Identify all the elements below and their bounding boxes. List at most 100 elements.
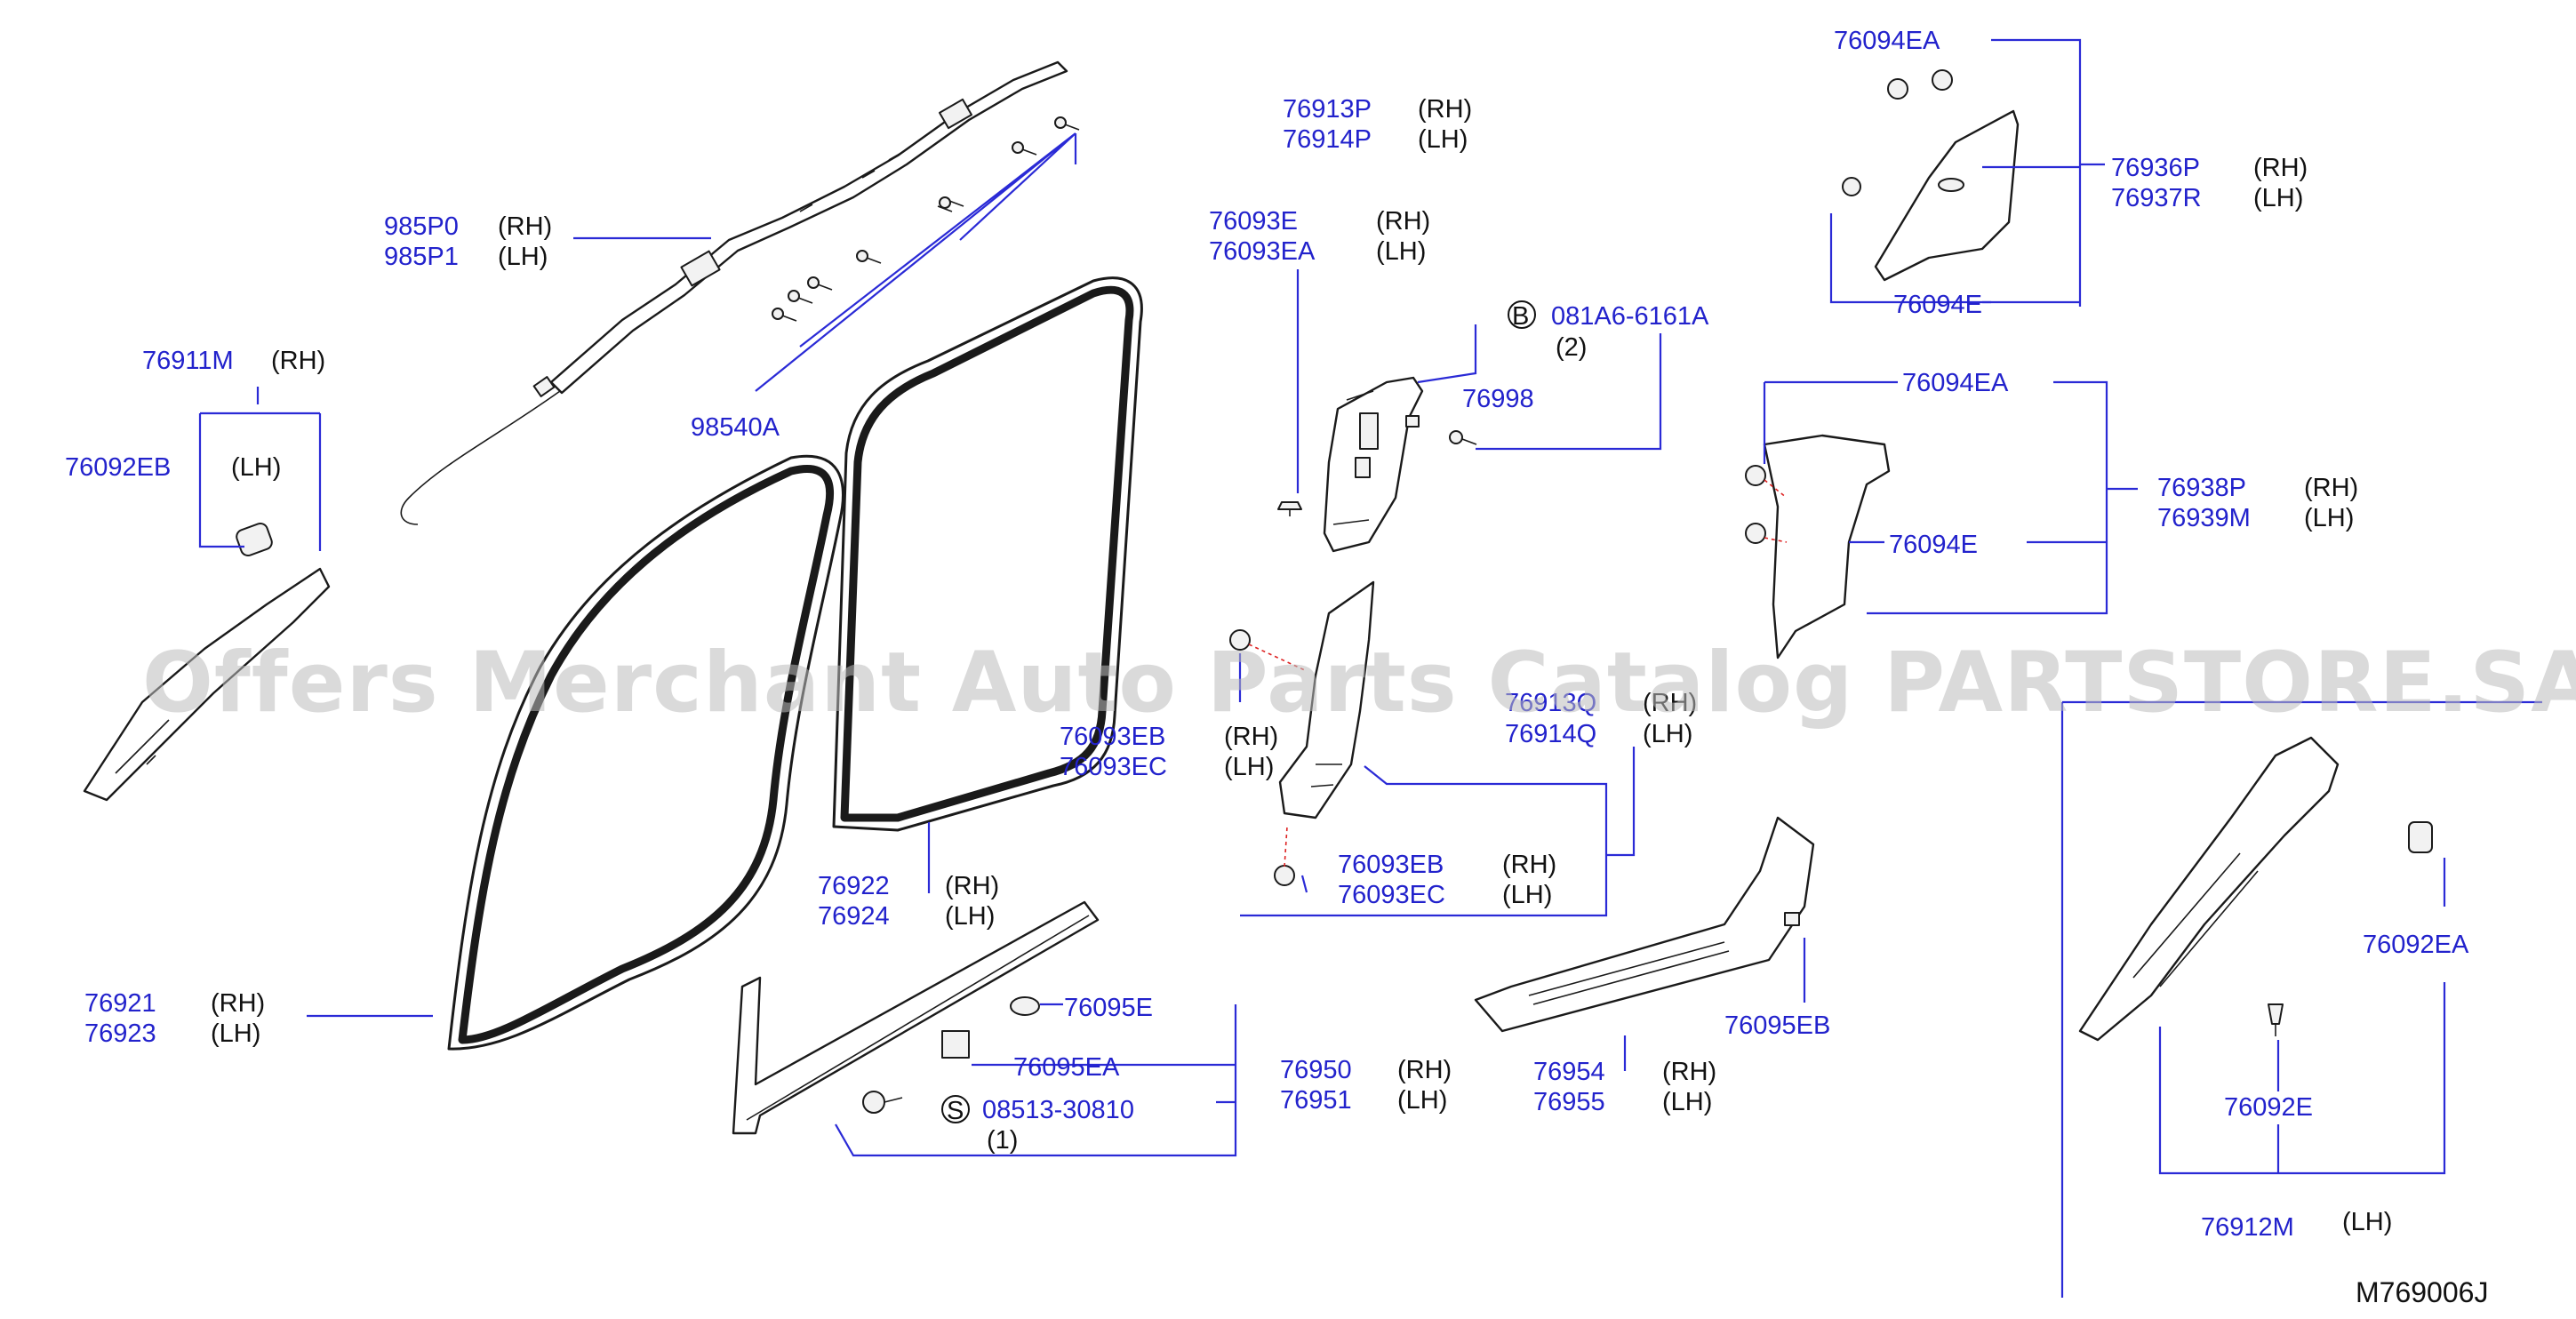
- label-76094EA-top[interactable]: 76094EA: [1834, 27, 1940, 55]
- label-76093EC-a-side: (LH): [1224, 753, 1274, 781]
- label-76951-side: (LH): [1397, 1086, 1447, 1115]
- label-985P0-side: (RH): [498, 212, 552, 241]
- label-76921[interactable]: 76921: [84, 989, 156, 1018]
- clip-76093EB-lower-drawing: [1274, 826, 1295, 886]
- watermark: Offers Merchant Auto Parts Catalog PARTS…: [142, 635, 2576, 731]
- clip-76095EA-drawing: [941, 1030, 970, 1059]
- label-76093EB-a-side: (RH): [1224, 723, 1278, 751]
- center-pillar-upper-drawing: [1323, 376, 1424, 553]
- clip-76095E-drawing: [1010, 996, 1040, 1016]
- label-76922-side: (RH): [945, 872, 999, 900]
- label-76093EC-b[interactable]: 76093EC: [1338, 881, 1445, 909]
- leader-lines: [198, 38, 2542, 1298]
- label-76924[interactable]: 76924: [818, 902, 890, 931]
- clip-76093E-drawing: [1277, 501, 1302, 516]
- label-76914Q-side: (LH): [1643, 720, 1692, 748]
- clip-76094E-top-drawing: [1842, 177, 1861, 196]
- rear-door-weatherstrip-drawing: [832, 276, 1143, 832]
- part-labels: 985P0 (RH) 985P1 (LH) 98540A 76911M (RH)…: [65, 27, 2488, 1308]
- label-76937R-side: (LH): [2253, 184, 2303, 212]
- label-76914P-side: (LH): [1418, 125, 1468, 154]
- label-76912M-side: (LH): [2342, 1208, 2392, 1236]
- label-76092EA[interactable]: 76092EA: [2363, 931, 2469, 959]
- label-76092E[interactable]: 76092E: [2224, 1093, 2313, 1122]
- badge-B: B: [1512, 302, 1529, 331]
- badge-circle-B: [1508, 300, 1536, 329]
- label-76094E-mid[interactable]: 76094E: [1889, 531, 1978, 559]
- curtain-airbag-drawing: [400, 60, 1068, 525]
- clips-76094EA-top-drawing: [1887, 69, 1953, 100]
- front-pillar-trim-drawing: [83, 567, 331, 802]
- label-081A6-6161A[interactable]: 081A6-6161A: [1551, 302, 1709, 331]
- label-76914P[interactable]: 76914P: [1283, 125, 1372, 154]
- clip-76092EB-drawing: [236, 523, 273, 556]
- label-76938P[interactable]: 76938P: [2157, 474, 2246, 502]
- label-76093EA-side: (LH): [1376, 237, 1426, 266]
- label-985P1-side: (LH): [498, 243, 548, 271]
- label-76913P[interactable]: 76913P: [1283, 95, 1372, 124]
- label-76912M[interactable]: 76912M: [2201, 1213, 2294, 1242]
- label-985P0[interactable]: 985P0: [384, 212, 459, 241]
- label-76937R[interactable]: 76937R: [2111, 184, 2202, 212]
- label-76913Q-side: (RH): [1643, 689, 1697, 717]
- clip-76092E-drawing: [2268, 1003, 2284, 1036]
- label-76095E[interactable]: 76095E: [1064, 994, 1153, 1022]
- label-76092EB-side: (LH): [231, 453, 281, 482]
- clips-76094EA-mid-drawing: [1745, 465, 1788, 499]
- label-76921-side: (RH): [211, 989, 265, 1018]
- clip-76095EB-drawing: [1784, 912, 1800, 926]
- label-76998[interactable]: 76998: [1462, 385, 1534, 413]
- clip-76998-drawing: [1405, 415, 1420, 428]
- label-76950-side: (RH): [1397, 1056, 1452, 1084]
- front-door-weatherstrip-drawing: [447, 454, 844, 1051]
- label-76094E-top[interactable]: 76094E: [1893, 291, 1982, 319]
- label-76936P-side: (RH): [2253, 154, 2308, 182]
- label-76923[interactable]: 76923: [84, 1019, 156, 1048]
- label-76094EA-mid[interactable]: 76094EA: [1902, 369, 2009, 397]
- label-76093E-side: (RH): [1376, 207, 1430, 236]
- label-08513-30810[interactable]: 08513-30810: [982, 1096, 1134, 1124]
- label-76913Q[interactable]: 76913Q: [1505, 689, 1596, 717]
- kicking-plate-front-drawing: [732, 900, 1100, 1135]
- label-76093EB-b-side: (RH): [1502, 851, 1556, 879]
- label-76951[interactable]: 76951: [1280, 1086, 1352, 1115]
- label-76939M-side: (LH): [2304, 504, 2354, 532]
- label-76936P[interactable]: 76936P: [2111, 154, 2200, 182]
- label-76914Q[interactable]: 76914Q: [1505, 720, 1596, 748]
- rear-pillar-lower-drawing: [1763, 434, 1891, 660]
- label-76093E[interactable]: 76093E: [1209, 207, 1298, 236]
- clip-76092EA-drawing: [2408, 821, 2433, 853]
- kicking-plate-rear-drawing: [1474, 816, 1815, 1033]
- label-08513-qty: (1): [987, 1126, 1018, 1155]
- screw-08513-drawing: [862, 1091, 903, 1114]
- label-98540A[interactable]: 98540A: [691, 413, 780, 442]
- label-76954-side: (RH): [1662, 1058, 1716, 1086]
- label-76954[interactable]: 76954: [1533, 1058, 1605, 1086]
- badge-S: S: [947, 1097, 964, 1125]
- label-76950[interactable]: 76950: [1280, 1056, 1352, 1084]
- label-76911M[interactable]: 76911M: [142, 347, 234, 375]
- label-76913P-side: (RH): [1418, 95, 1472, 124]
- label-76093EB-b[interactable]: 76093EB: [1338, 851, 1444, 879]
- label-76922[interactable]: 76922: [818, 872, 890, 900]
- label-76093EC-a[interactable]: 76093EC: [1060, 753, 1167, 781]
- label-76095EB[interactable]: 76095EB: [1724, 1011, 1830, 1040]
- label-76938P-side: (RH): [2304, 474, 2358, 502]
- label-76093EA[interactable]: 76093EA: [1209, 237, 1316, 266]
- clip-76093EB-upper-drawing: [1229, 629, 1308, 672]
- label-76093EB-a[interactable]: 76093EB: [1060, 723, 1165, 751]
- label-76095EA[interactable]: 76095EA: [1013, 1053, 1120, 1082]
- label-76924-side: (LH): [945, 902, 995, 931]
- badge-circle-S: [941, 1095, 970, 1123]
- airbag-bolts: [772, 116, 1080, 322]
- label-76939M[interactable]: 76939M: [2157, 504, 2251, 532]
- label-76955-side: (LH): [1662, 1088, 1712, 1116]
- clip-76094E-mid-drawing: [1745, 523, 1788, 544]
- label-76911M-side: (RH): [271, 347, 325, 375]
- label-76092EB[interactable]: 76092EB: [65, 453, 171, 482]
- center-pillar-lower-drawing: [1278, 580, 1375, 819]
- label-985P1[interactable]: 985P1: [384, 243, 459, 271]
- label-76955[interactable]: 76955: [1533, 1088, 1605, 1116]
